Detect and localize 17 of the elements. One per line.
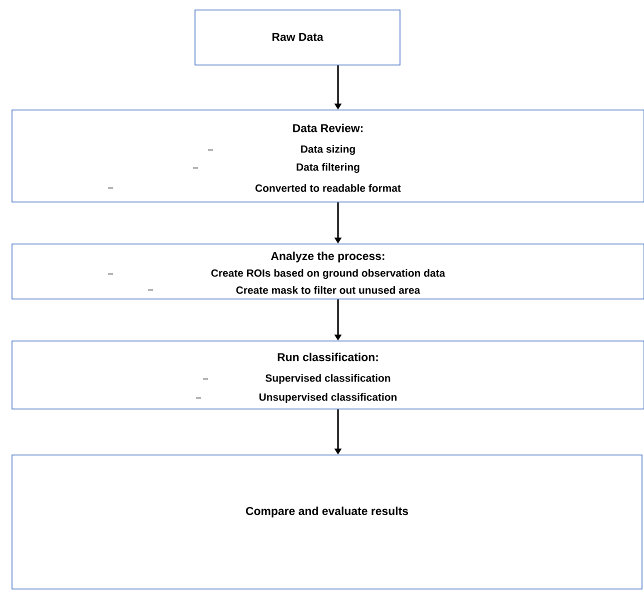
process-box [12, 454, 642, 590]
list-item: Create mask to filter out unused area [148, 286, 420, 294]
process-box [12, 340, 644, 410]
list-item: Data sizing [208, 145, 355, 155]
heading: Analyze the process: [270, 252, 384, 262]
process-box [194, 10, 400, 66]
process-box [12, 244, 644, 300]
list-item: Unsupervised classification [196, 393, 397, 403]
heading: Compare and evaluate results [246, 506, 408, 518]
heading: Raw Data [272, 33, 324, 41]
list-item: Converted to readable format [108, 184, 401, 192]
list-item: Create ROIs based on ground observation data [108, 269, 446, 279]
heading: Run classification: [278, 352, 378, 362]
list-item: Supervised classification [202, 374, 390, 384]
heading: Data Review: [293, 124, 363, 132]
process-box [12, 110, 644, 202]
list-item: Data filtering [192, 163, 360, 173]
